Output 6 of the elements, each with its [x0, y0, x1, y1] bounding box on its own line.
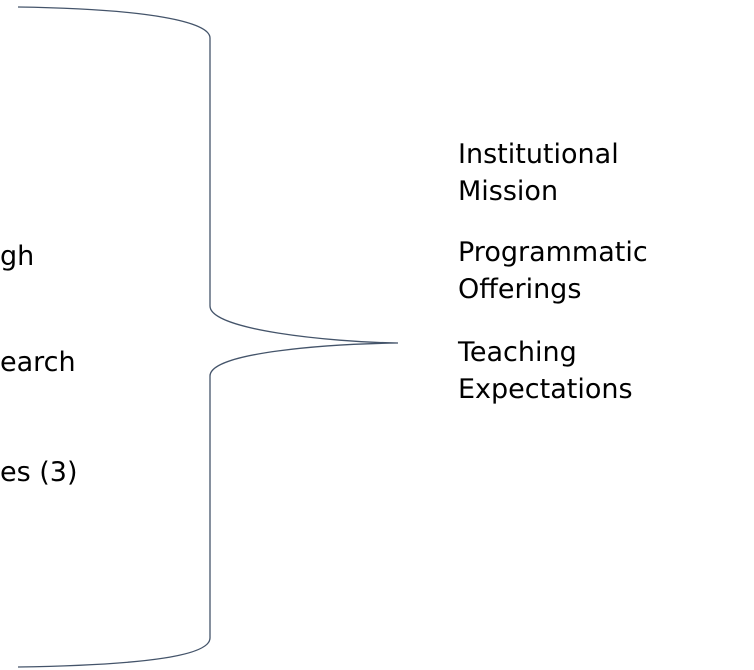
cut-off-text: es (3) — [0, 456, 78, 490]
item-label: Teaching Expectations — [458, 336, 634, 407]
cut-off-text: gh — [0, 240, 34, 274]
cut-off-text: earch — [0, 346, 76, 380]
item-label: Institutional Mission — [458, 138, 620, 209]
item-label: Programmatic Offerings — [458, 236, 649, 307]
